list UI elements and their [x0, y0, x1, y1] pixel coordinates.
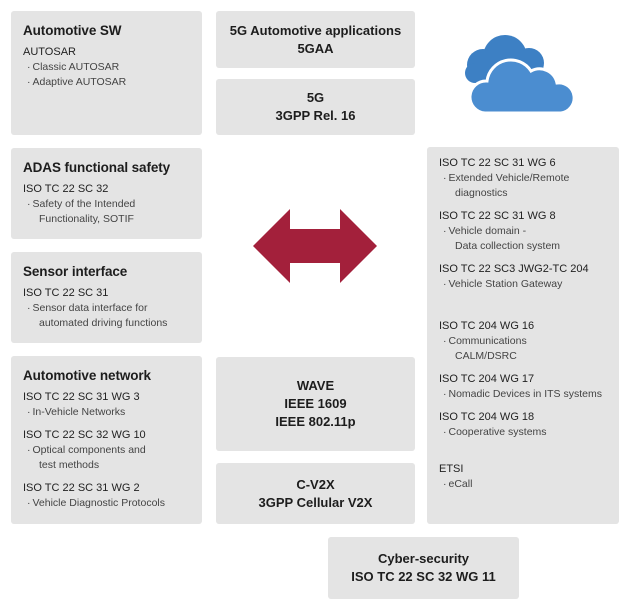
box-title: Automotive network — [23, 368, 151, 383]
box-line: 3GPP Cellular V2X — [258, 494, 373, 510]
standard-name: ISO TC 22 SC 31 WG 2 — [23, 482, 140, 494]
standard-name: ISO TC 22 SC 32 WG 10 — [23, 429, 146, 441]
box-line: ISO TC 22 SC 32 WG 11 — [351, 569, 496, 584]
list-item: ·Nomadic Devices in ITS systems — [443, 388, 602, 400]
cv2x-box: C-V2X 3GPP Cellular V2X — [216, 463, 415, 524]
wave-box: WAVE IEEE 1609 IEEE 802.11p — [216, 357, 415, 451]
sensor-interface-box: Sensor interface ISO TC 22 SC 31 ·Sensor… — [11, 252, 202, 343]
list-item: CALM/DSRC — [455, 350, 517, 362]
standard-name: ISO TC 22 SC 31 — [23, 287, 109, 299]
box-line: 3GPP Rel. 16 — [275, 108, 356, 123]
standard-name: ISO TC 22 SC 31 WG 6 — [439, 157, 556, 169]
box-line: IEEE 1609 — [284, 396, 347, 411]
list-item: ·Vehicle domain - — [443, 225, 527, 237]
box-line: 5GAA — [297, 40, 334, 56]
standard-name: ISO TC 22 SC 32 — [23, 183, 109, 195]
list-item: Data collection system — [455, 240, 561, 252]
list-item: ·Classic AUTOSAR — [27, 61, 120, 73]
list-item: test methods — [39, 459, 100, 471]
standard-name: ISO TC 22 SC 31 WG 8 — [439, 210, 556, 222]
standard-name: AUTOSAR — [23, 46, 76, 58]
automotive-network-box: Automotive network ISO TC 22 SC 31 WG 3 … — [11, 356, 202, 524]
list-item: ·Sensor data interface for — [27, 302, 148, 314]
double-arrow-icon — [253, 209, 377, 288]
standard-name: ISO TC 204 WG 18 — [439, 411, 535, 423]
list-item: ·Cooperative systems — [443, 426, 547, 438]
standard-name: ISO TC 22 SC3 JWG2-TC 204 — [439, 263, 589, 275]
5gaa-box: 5G Automotive applications 5GAA — [216, 11, 415, 68]
box-line: C-V2X — [296, 476, 335, 492]
box-line: 5G — [306, 90, 325, 105]
box-title: Sensor interface — [23, 264, 128, 279]
list-item: ·Safety of the Intended — [27, 198, 136, 210]
box-line: Cyber-security — [377, 551, 470, 566]
list-item: Functionality, SOTIF — [39, 213, 134, 225]
list-item: diagnostics — [455, 187, 508, 199]
adas-box: ADAS functional safety ISO TC 22 SC 32 ·… — [11, 148, 202, 239]
list-item: ·Extended Vehicle/Remote — [443, 172, 570, 184]
5g-box: 5G 3GPP Rel. 16 — [216, 79, 415, 135]
cloud-icon — [455, 27, 583, 124]
list-item: ·eCall — [443, 478, 473, 490]
list-item: ·In-Vehicle Networks — [27, 406, 126, 418]
standard-name: ISO TC 204 WG 17 — [439, 373, 535, 385]
standard-name: ISO TC 204 WG 16 — [439, 320, 535, 332]
list-item: ·Vehicle Diagnostic Protocols — [27, 497, 165, 509]
list-item: automated driving functions — [39, 317, 168, 329]
standard-name: ISO TC 22 SC 31 WG 3 — [23, 391, 140, 403]
box-title: Automotive SW — [23, 23, 122, 38]
automotive-sw-box: Automotive SW AUTOSAR ·Classic AUTOSAR ·… — [11, 11, 202, 135]
box-line: 5G Automotive applications — [229, 22, 402, 38]
list-item: ·Vehicle Station Gateway — [443, 278, 563, 290]
box-line: WAVE — [296, 378, 335, 393]
standard-name: ETSI — [439, 463, 464, 475]
box-title: ADAS functional safety — [23, 160, 171, 175]
box-line: IEEE 802.11p — [275, 414, 356, 429]
list-item: ·Communications — [443, 335, 527, 347]
list-item: ·Optical components and — [27, 444, 146, 456]
list-item: ·Adaptive AUTOSAR — [27, 76, 127, 88]
standards-list-box: ISO TC 22 SC 31 WG 6 ·Extended Vehicle/R… — [427, 147, 619, 524]
cyber-security-box: Cyber-security ISO TC 22 SC 32 WG 11 — [328, 537, 519, 599]
